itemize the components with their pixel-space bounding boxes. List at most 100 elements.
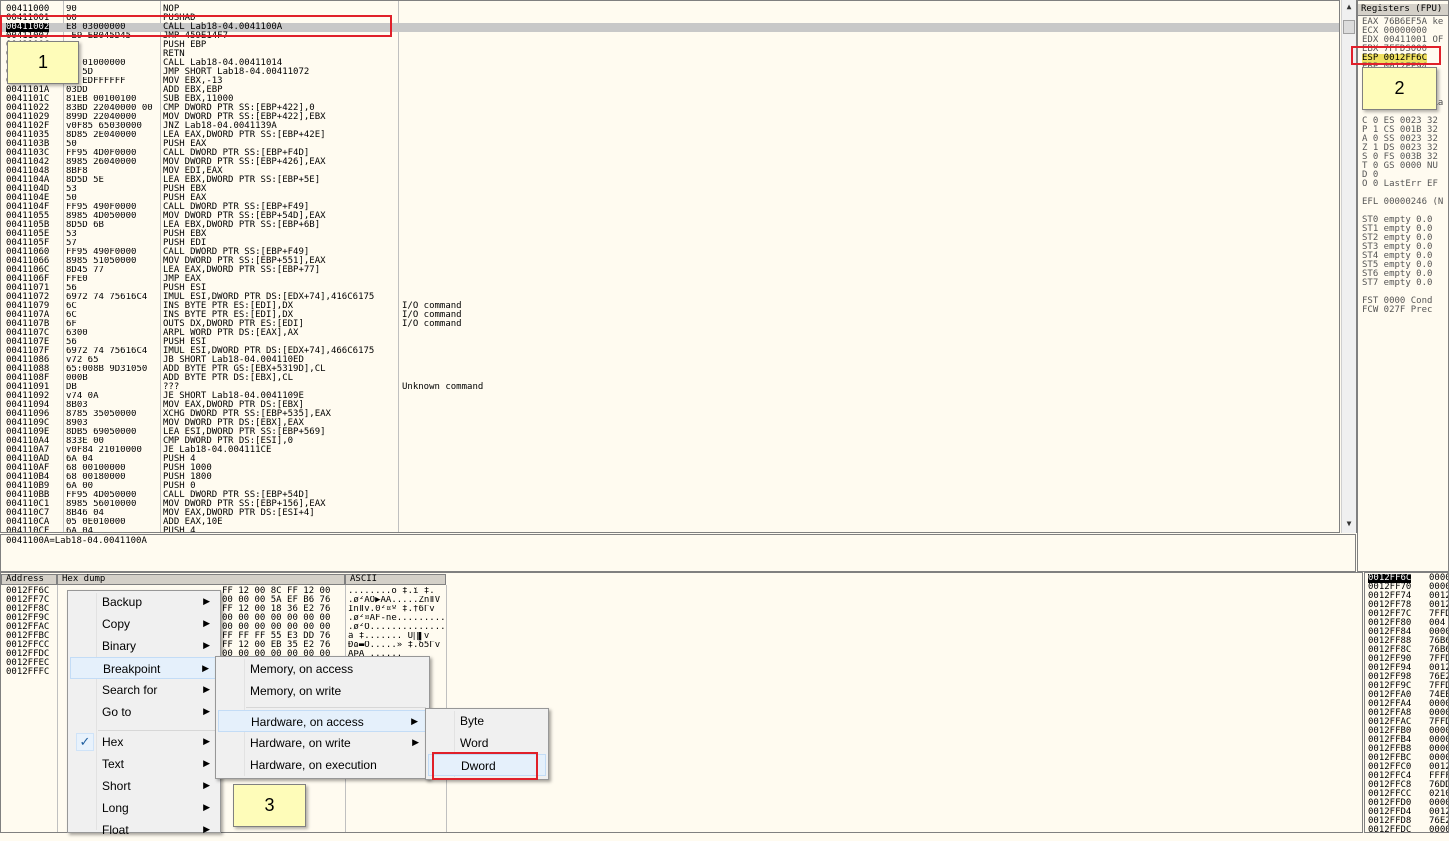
register-line[interactable]: D 0: [1362, 170, 1379, 180]
scroll-down-arrow[interactable]: ▼: [1346, 519, 1352, 528]
dump-row-hex[interactable]: 00 00 00 5A EF B6 76: [222, 595, 331, 605]
menu-item-go-to[interactable]: Go to▶: [70, 701, 218, 723]
register-line[interactable]: ST4 empty 0.0: [1362, 251, 1433, 261]
stack-row-address[interactable]: 0012FFBC: [1368, 753, 1412, 763]
stack-row-address[interactable]: 0012FF70: [1368, 582, 1412, 592]
register-line[interactable]: ST0 empty 0.0: [1362, 215, 1433, 225]
menu-item-hex[interactable]: Hex▶✓: [70, 731, 218, 753]
dump-row-address[interactable]: 0012FFAC: [6, 622, 50, 632]
stack-row-address[interactable]: 0012FFC4: [1368, 771, 1412, 781]
menu-item-hardware-on-write[interactable]: Hardware, on write▶: [218, 732, 427, 754]
register-line[interactable]: Z 1 DS 0023 32: [1362, 143, 1438, 153]
stack-row-address[interactable]: 0012FFC8: [1368, 780, 1412, 790]
menu-item-memory-on-write[interactable]: Memory, on write: [218, 680, 427, 702]
stack-row-address[interactable]: 0012FF9C: [1368, 681, 1412, 691]
dump-row-hex[interactable]: FF FF FF 55 E3 DD 76: [222, 631, 331, 641]
dump-row-address[interactable]: 0012FF8C: [6, 604, 50, 614]
register-line[interactable]: ECX 00000000: [1362, 26, 1428, 36]
dump-row-address[interactable]: 0012FF7C: [6, 595, 50, 605]
register-line[interactable]: S 0 FS 003B 32: [1362, 152, 1438, 162]
dump-header-ascii[interactable]: ASCII: [345, 574, 446, 585]
dump-row-hex[interactable]: FF 12 00 8C FF 12 00: [222, 586, 331, 596]
register-line[interactable]: ST5 empty 0.0: [1362, 260, 1433, 270]
register-line[interactable]: EFL 00000246 (N: [1362, 197, 1444, 207]
menu-item-backup[interactable]: Backup▶: [70, 591, 218, 613]
stack-row-address[interactable]: 0012FFB8: [1368, 744, 1412, 754]
register-line[interactable]: O 0 LastErr EF: [1362, 179, 1438, 189]
stack-row-address[interactable]: 0012FFC0: [1368, 762, 1412, 772]
dump-row-address[interactable]: 0012FFFC: [6, 667, 50, 677]
dump-row-ascii[interactable]: .ø²¤ÀF-ne...........: [348, 614, 444, 623]
register-line[interactable]: EDX 00411001 OF: [1362, 35, 1444, 45]
register-line[interactable]: EBX 7FFDS000: [1362, 44, 1428, 54]
register-line[interactable]: ST2 empty 0.0: [1362, 233, 1433, 243]
registers-header[interactable]: Registers (FPU): [1358, 4, 1448, 16]
disassembly-row[interactable]: 0041100C55PUSH EBP: [1, 41, 1339, 50]
dump-row-ascii[interactable]: ÅÞÅ ......: [348, 650, 403, 659]
dump-header-hex[interactable]: Hex dump: [57, 574, 345, 585]
scroll-thumb[interactable]: [1343, 20, 1355, 34]
dump-row-hex[interactable]: 00 00 00 00 00 00 00: [222, 613, 331, 623]
stack-row-address[interactable]: 0012FFD8: [1368, 816, 1412, 826]
register-line[interactable]: ST6 empty 0.0: [1362, 269, 1433, 279]
stack-row-address[interactable]: 0012FF78: [1368, 600, 1412, 610]
menu-item-byte[interactable]: Byte: [428, 710, 546, 732]
stack-row-address[interactable]: 0012FF6C: [1368, 573, 1412, 583]
menu-item-float[interactable]: Float▶: [70, 819, 218, 841]
register-line[interactable]: FCW 027F Prec: [1362, 305, 1433, 315]
dump-row-hex[interactable]: 00 00 00 00 00 00 00: [222, 622, 331, 632]
stack-row-address[interactable]: 0012FFA0: [1368, 690, 1412, 700]
dump-row-address[interactable]: 0012FF6C: [6, 586, 50, 596]
stack-row-address[interactable]: 0012FF84: [1368, 627, 1412, 637]
dump-row-ascii[interactable]: ........ö ‡.î ‡.: [348, 587, 435, 596]
register-line[interactable]: C 0 ES 0023 32: [1362, 116, 1438, 126]
menu-item-word[interactable]: Word: [428, 732, 546, 754]
stack-row-address[interactable]: 0012FF74: [1368, 591, 1412, 601]
stack-row-address[interactable]: 0012FF88: [1368, 636, 1412, 646]
menu-item-long[interactable]: Long▶: [70, 797, 218, 819]
stack-row-address[interactable]: 0012FF90: [1368, 654, 1412, 664]
stack-row-address[interactable]: 0012FF7C: [1368, 609, 1412, 619]
menu-item-short[interactable]: Short▶: [70, 775, 218, 797]
stack-row-address[interactable]: 0012FF94: [1368, 663, 1412, 673]
dump-row-ascii[interactable]: Ðɷ▬Ò.....» ‡.δ5Γv: [348, 641, 441, 650]
dump-row-hex[interactable]: 00 00 00 00 00 00 00: [222, 649, 331, 659]
dump-row-address[interactable]: 0012FFCC: [6, 640, 50, 650]
menu-item-memory-on-access[interactable]: Memory, on access: [218, 658, 427, 680]
dump-header-address[interactable]: Address: [1, 574, 57, 585]
register-line[interactable]: ST7 empty 0.0: [1362, 278, 1433, 288]
menu-item-text[interactable]: Text▶: [70, 753, 218, 775]
dump-row-address[interactable]: 0012FFBC: [6, 631, 50, 641]
